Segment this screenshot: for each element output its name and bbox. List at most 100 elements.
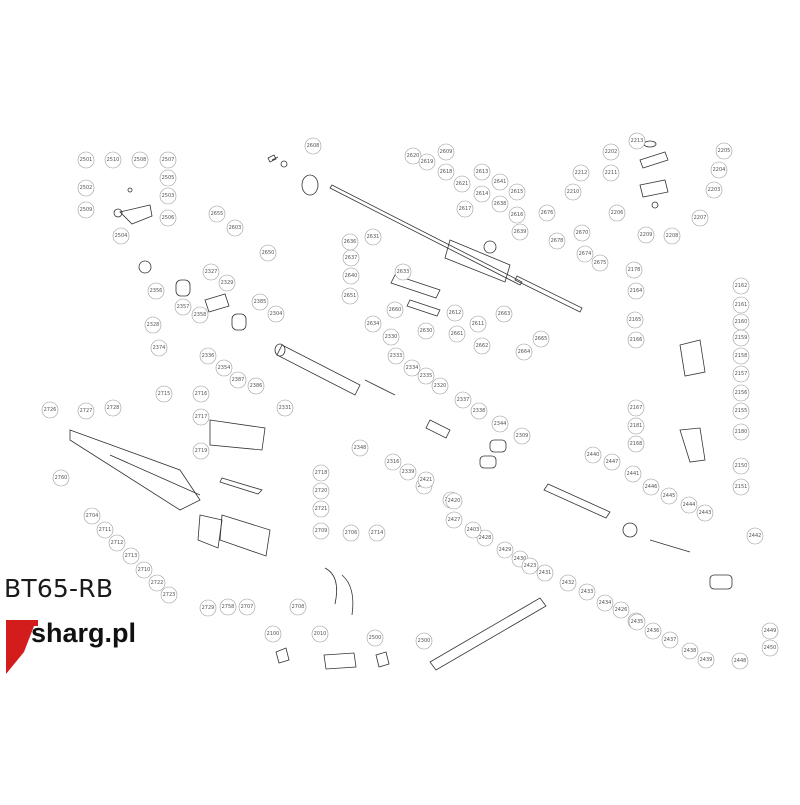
callout-bubble — [52, 469, 70, 487]
callout-2327: 2327 — [202, 263, 220, 281]
callout-2336: 2336 — [199, 347, 217, 365]
callout-2726: 2726 — [41, 401, 59, 419]
callout-number: 2327 — [205, 269, 218, 275]
callout-2209: 2209 — [637, 226, 655, 244]
callout-number: 2309 — [516, 433, 529, 439]
callout-2168: 2168 — [627, 435, 645, 453]
callout-number: 2010 — [314, 631, 327, 637]
callout-bubble — [602, 143, 620, 161]
callout-2331: 2331 — [276, 399, 294, 417]
callout-number: 2213 — [631, 138, 644, 144]
callout-number: 2334 — [406, 365, 419, 371]
callout-number: 2300 — [418, 638, 431, 644]
callout-number: 2449 — [764, 628, 777, 634]
callout-number: 2212 — [575, 170, 588, 176]
callout-number: 2504 — [115, 233, 128, 239]
callout-2502: 2502 — [77, 179, 95, 197]
callout-2442: 2442 — [746, 527, 764, 545]
callout-bubble — [417, 471, 435, 489]
callout-number: 2421 — [420, 477, 433, 483]
callout-2212: 2212 — [572, 164, 590, 182]
callout-bubble — [159, 209, 177, 227]
callout-2719: 2719 — [192, 442, 210, 460]
callout-bubble — [104, 399, 122, 417]
callout-number: 2337 — [457, 397, 470, 403]
callout-bubble — [159, 169, 177, 187]
callout-2663: 2663 — [495, 305, 513, 323]
callout-number: 2431 — [539, 570, 552, 576]
callout-bubble — [513, 427, 531, 445]
callout-2205: 2205 — [715, 142, 733, 160]
callout-2507: 2507 — [159, 151, 177, 169]
callout-2640: 2640 — [342, 267, 360, 285]
callout-2358: 2358 — [191, 306, 209, 324]
callout-number: 2674 — [579, 251, 592, 257]
callout-bubble — [122, 547, 140, 565]
callout-number: 2320 — [434, 383, 447, 389]
callout-number: 2165 — [629, 317, 642, 323]
callout-number: 2356 — [150, 288, 163, 294]
callout-bubble — [511, 223, 529, 241]
callout-bubble — [508, 206, 526, 224]
callout-number: 2329 — [221, 280, 234, 286]
callout-bubble — [311, 625, 329, 643]
callout-bubble — [627, 331, 645, 349]
callout-2155: 2155 — [732, 402, 750, 420]
callout-bubble — [387, 347, 405, 365]
callout-number: 2711 — [99, 527, 112, 533]
callout-2717: 2717 — [192, 408, 210, 426]
callout-bubble — [732, 478, 750, 496]
callout-2633: 2633 — [394, 263, 412, 281]
callout-2328: 2328 — [144, 316, 162, 334]
callout-2618: 2618 — [437, 163, 455, 181]
callout-bubble — [364, 315, 382, 333]
callout-number: 2631 — [367, 234, 380, 240]
callout-bubble — [625, 261, 643, 279]
callout-bubble — [602, 164, 620, 182]
callout-number: 2178 — [628, 267, 641, 273]
callout-number: 2650 — [262, 250, 275, 256]
callout-bubble — [312, 464, 330, 482]
callout-2661: 2661 — [448, 325, 466, 343]
callout-2655: 2655 — [208, 205, 226, 223]
callout-number: 2420 — [448, 498, 461, 504]
callout-number: 2503 — [162, 193, 175, 199]
callout-bubble — [628, 132, 646, 150]
callout-2665: 2665 — [532, 330, 550, 348]
callout-number: 2506 — [162, 215, 175, 221]
callout-2505: 2505 — [159, 169, 177, 187]
part-sleeve-b — [489, 439, 507, 453]
callout-number: 2608 — [307, 143, 320, 149]
callout-2157: 2157 — [732, 365, 750, 383]
callout-number: 2354 — [218, 365, 231, 371]
callout-bubble — [573, 224, 591, 242]
callout-2630: 2630 — [417, 322, 435, 340]
callout-number: 2638 — [494, 201, 507, 207]
callout-2429: 2429 — [496, 541, 514, 559]
callout-number: 2440 — [587, 452, 600, 458]
callout-2420: 2420 — [445, 492, 463, 510]
callout-bubble — [637, 226, 655, 244]
callout-number: 2357 — [177, 304, 190, 310]
callout-number: 2612 — [449, 310, 462, 316]
callout-number: 2304 — [270, 311, 283, 317]
callout-bubble — [470, 402, 488, 420]
callout-number: 2441 — [627, 471, 640, 477]
callout-bubble — [761, 622, 779, 640]
part-ring-a — [483, 240, 497, 254]
callout-bubble — [624, 465, 642, 483]
callout-number: 2706 — [345, 530, 358, 536]
callout-bubble — [491, 415, 509, 433]
callout-2620: 2620 — [404, 147, 422, 165]
callout-bubble — [732, 365, 750, 383]
callout-2503: 2503 — [159, 187, 177, 205]
callout-2207: 2207 — [691, 209, 709, 227]
callout-number: 2611 — [472, 321, 485, 327]
part-nut — [622, 522, 638, 538]
callout-2670: 2670 — [573, 224, 591, 242]
callout-number: 2202 — [605, 149, 618, 155]
callout-bubble — [473, 337, 491, 355]
callout-number: 2723 — [163, 592, 176, 598]
callout-number: 2603 — [229, 225, 242, 231]
